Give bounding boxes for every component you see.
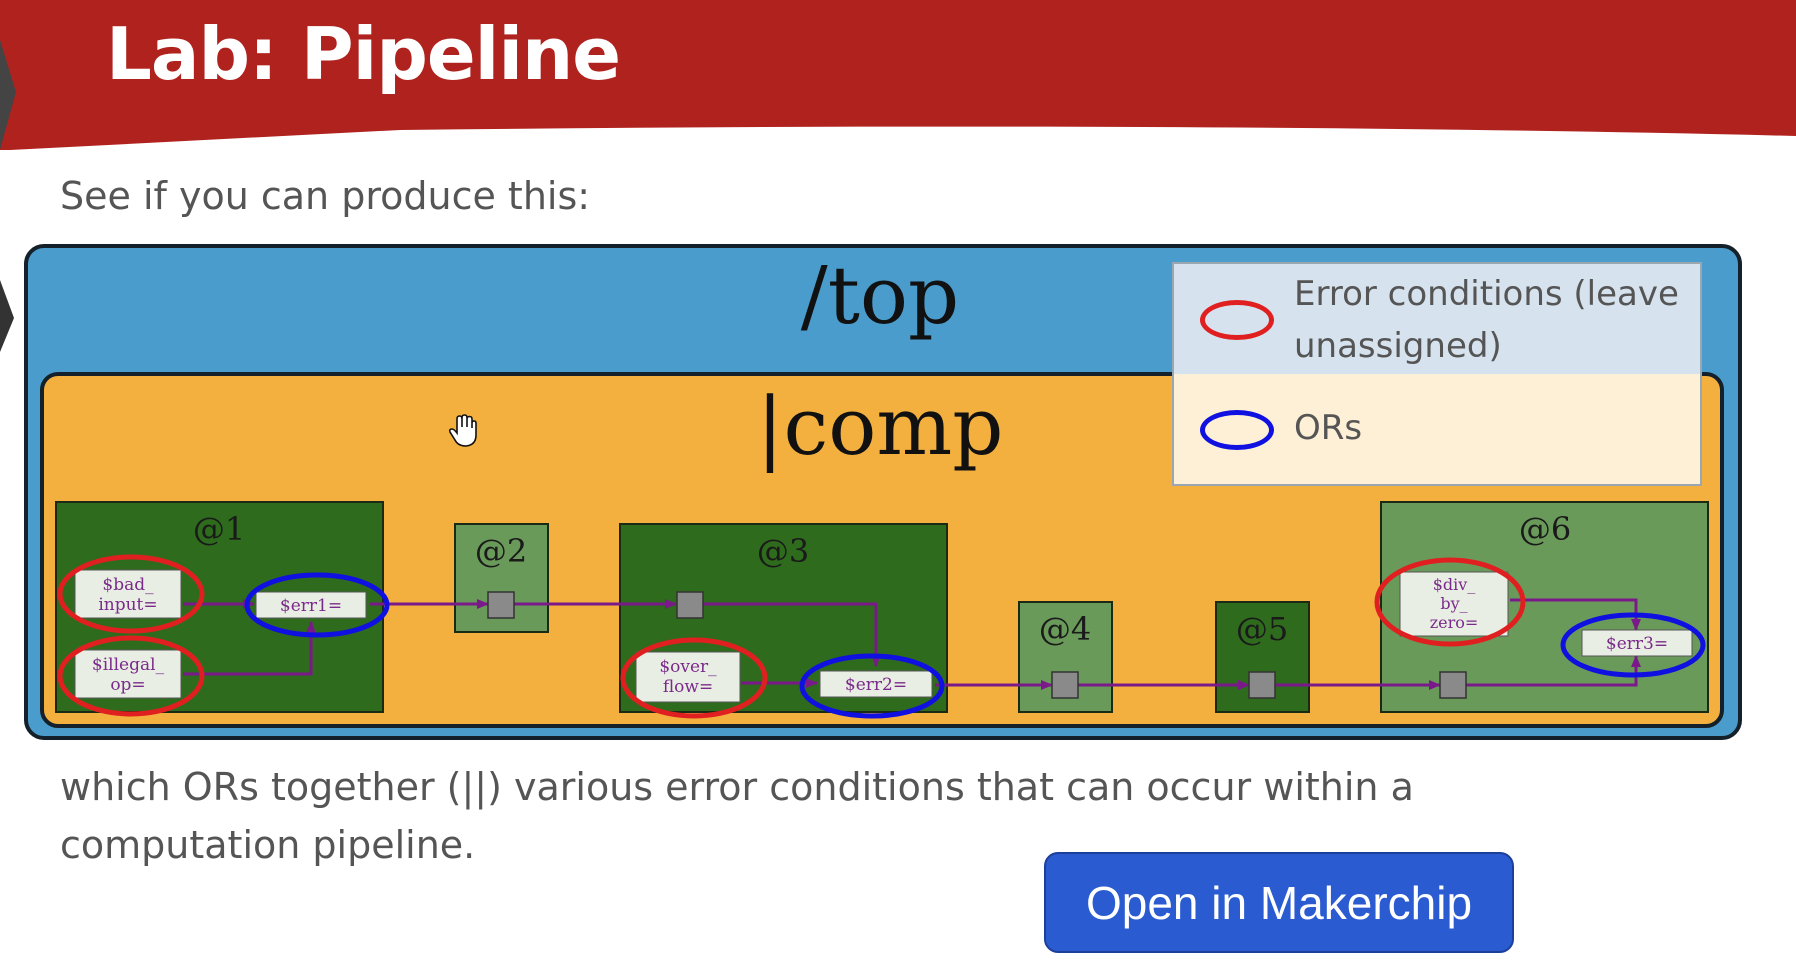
pipe-square-stage5 (1248, 671, 1276, 699)
signal-err2-box (819, 670, 933, 698)
signal-err2-label: $err2= (845, 675, 907, 695)
caption-text: which ORs together (||) various error co… (60, 765, 1414, 867)
slide-title: Lab: Pipeline (106, 12, 621, 96)
or-ellipse-err3 (1560, 612, 1706, 678)
red-ellipse-icon (1200, 300, 1274, 340)
side-chevron-icon (0, 280, 14, 352)
stage-2-label: @2 (475, 532, 527, 570)
signal-bad-input-line2: input= (98, 595, 157, 615)
signal-bad-input-box (74, 569, 182, 619)
wires (183, 598, 1641, 690)
stage-3-label: @3 (757, 532, 809, 570)
legend-item-or: ORs (1174, 374, 1700, 484)
signal-illegal-op-line2: op= (110, 675, 145, 695)
or-ellipse-err1 (244, 572, 390, 638)
error-ellipse-div-by-zero (1374, 557, 1526, 647)
stage-6-label: @6 (1519, 510, 1571, 548)
legend-label-or: ORs (1294, 408, 1363, 448)
wire-illegal-op-err1 (183, 621, 316, 676)
signal-div-by-zero-line1: $div_ (1433, 575, 1476, 594)
signal-over-flow-line2: flow= (663, 677, 713, 697)
signal-illegal-op-line1: $illegal_ (92, 655, 165, 675)
top-label: /top (801, 249, 959, 342)
signal-div-by-zero-line2: by_ (1440, 594, 1467, 613)
stage-4-label: @4 (1039, 610, 1091, 648)
open-in-makerchip-button[interactable]: Open in Makerchip (1044, 852, 1514, 953)
signal-err3-box (1581, 629, 1693, 657)
signal-err3-label: $err3= (1606, 634, 1668, 654)
signal-err1-box (255, 591, 367, 619)
signal-bad-input-line1: $bad_ (102, 575, 154, 595)
wire-stage3-err2 (703, 602, 881, 667)
legend-item-error: Error conditions (leave unassigned) (1174, 264, 1700, 374)
pipe-square-stage3 (676, 591, 704, 619)
pipe-square-stage6 (1439, 671, 1467, 699)
or-ellipse-err2 (799, 653, 945, 719)
comp-label: |comp (757, 380, 1004, 473)
hand-cursor-icon (448, 414, 477, 447)
signal-illegal-op-box (74, 649, 182, 699)
error-ellipse-illegal-op (57, 635, 205, 717)
wire-stage6-err3 (1466, 655, 1641, 687)
pipe-square-stage2 (487, 591, 515, 619)
pipe-square-stage4 (1051, 671, 1079, 699)
legend: Error conditions (leave unassigned) ORs (1172, 262, 1702, 486)
signal-over-flow-box (635, 651, 741, 703)
legend-label-error: Error conditions (leave unassigned) (1294, 274, 1679, 366)
stage-1-label: @1 (193, 510, 245, 548)
signal-div-by-zero-box (1399, 571, 1509, 637)
intro-text: See if you can produce this: (60, 174, 591, 218)
error-ellipse-bad-input (57, 554, 205, 634)
header-banner (0, 0, 1796, 150)
signal-over-flow-line1: $over_ (659, 657, 717, 677)
blue-ellipse-icon (1200, 410, 1274, 450)
wire-div-by-zero-err3 (1510, 598, 1641, 631)
signal-div-by-zero-line3: zero= (1430, 613, 1479, 632)
stage-5-label: @5 (1236, 610, 1288, 648)
error-ellipse-over-flow (620, 637, 768, 719)
signal-err1-label: $err1= (280, 596, 342, 616)
